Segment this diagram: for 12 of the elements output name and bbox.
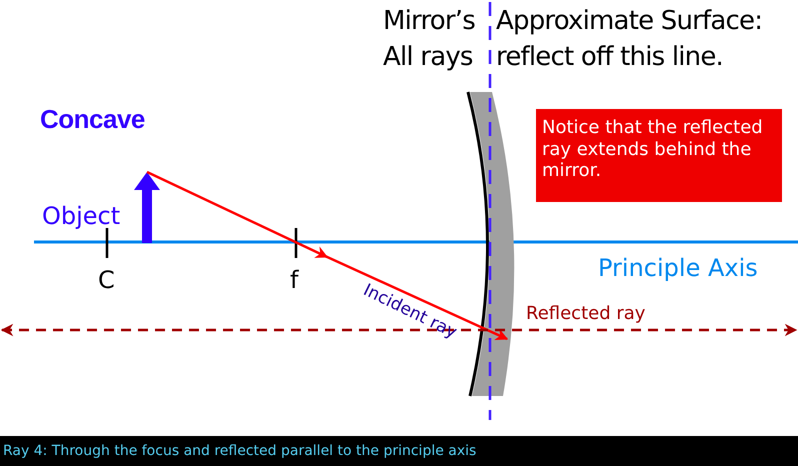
ray-label: Reflected ray — [526, 305, 646, 323]
annotation-text: All rays — [383, 44, 473, 70]
point-label: f — [290, 268, 298, 292]
title: Concave — [40, 106, 145, 132]
point-label: C — [98, 268, 115, 292]
annotation-text: reflect off this line. — [496, 44, 724, 70]
object-label: Object — [42, 204, 120, 228]
notice-box: Notice that the reflected ray extends behind the mirror. — [536, 109, 782, 202]
caption-bar: Ray 4: Through the focus and reflected parallel to the principle axis — [0, 436, 798, 466]
axis-label: Principle Axis — [598, 256, 758, 280]
annotation-text: Approximate Surface: — [496, 8, 762, 34]
annotation-text: Mirror’s — [383, 8, 476, 34]
